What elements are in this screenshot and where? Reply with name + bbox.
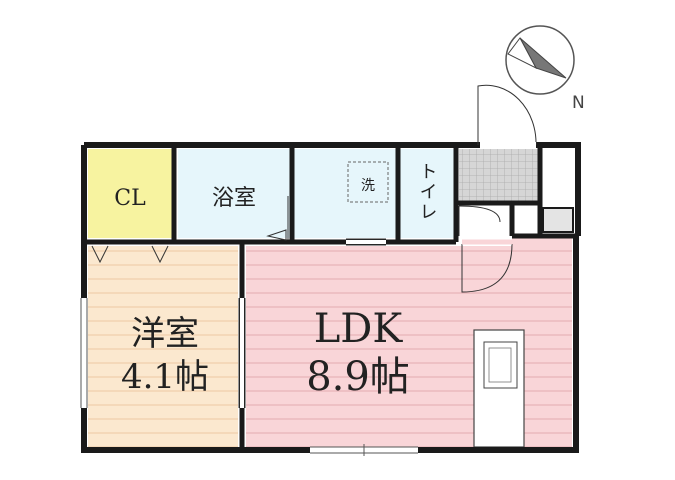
ldk-name: LDK bbox=[314, 306, 404, 352]
doors bbox=[91, 84, 537, 408]
western-room-floor bbox=[88, 246, 238, 447]
bathroom-label: 浴室 bbox=[212, 186, 256, 211]
closet-floor bbox=[88, 149, 172, 238]
compass-icon: N bbox=[505, 25, 585, 113]
toilet-floor bbox=[400, 149, 454, 238]
kitchen-sink bbox=[483, 341, 518, 389]
compass-north-label: N bbox=[572, 93, 585, 113]
toilet-label: トイレ bbox=[417, 162, 438, 222]
closet-label: CL bbox=[114, 186, 146, 211]
entrance-floor bbox=[459, 149, 539, 201]
western-room-size: 4.1帖 bbox=[121, 357, 209, 397]
windows bbox=[80, 298, 418, 456]
ldk-size: 8.9帖 bbox=[306, 354, 410, 400]
washing-machine-spot bbox=[347, 161, 389, 203]
western-room-name: 洋室 bbox=[131, 314, 199, 354]
washroom-floor bbox=[294, 149, 396, 238]
bathroom-floor bbox=[178, 149, 290, 238]
shoe-box bbox=[542, 207, 574, 233]
washroom-label: 洗 bbox=[361, 178, 375, 194]
interior-walls bbox=[84, 145, 578, 450]
